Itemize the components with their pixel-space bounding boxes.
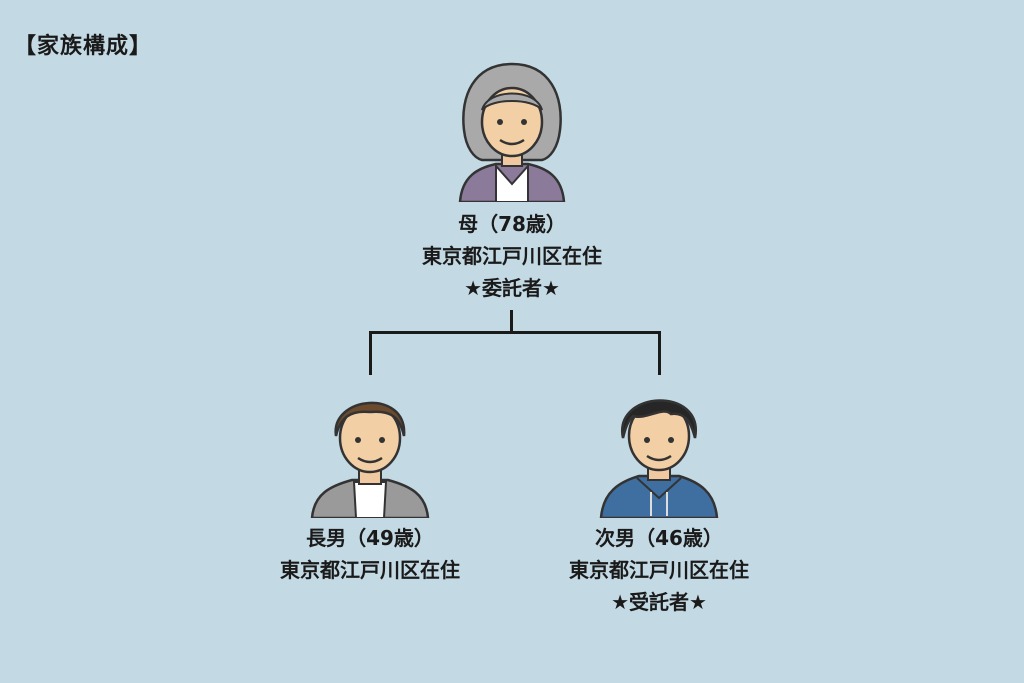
second-son-avatar-icon: [599, 399, 719, 518]
connector-mother-stem: [510, 310, 513, 334]
eldest-son-name: 長男（49歳）: [306, 526, 434, 550]
second-son-name: 次男（46歳）: [595, 526, 723, 550]
eldest-son-residence: 東京都江戸川区在住: [280, 558, 460, 582]
person-mother: 母（78歳） 東京都江戸川区在住 ★委託者★: [382, 60, 642, 304]
second-son-role: ★受託者★: [611, 590, 707, 614]
page-title: 【家族構成】: [14, 34, 153, 59]
elderly-woman-avatar-icon: [458, 62, 566, 202]
second-son-residence: 東京都江戸川区在住: [569, 558, 749, 582]
person-second-son: 次男（46歳） 東京都江戸川区在住 ★受託者★: [529, 382, 789, 618]
connector-horizontal: [369, 331, 661, 334]
mother-residence: 東京都江戸川区在住: [422, 244, 602, 268]
connector-eldest-son: [369, 331, 372, 375]
connector-second-son: [658, 331, 661, 375]
mother-role: ★委託者★: [464, 276, 560, 300]
mother-name: 母（78歳）: [458, 212, 566, 236]
person-eldest-son: 長男（49歳） 東京都江戸川区在住: [240, 382, 500, 586]
eldest-son-avatar-icon: [310, 401, 430, 518]
